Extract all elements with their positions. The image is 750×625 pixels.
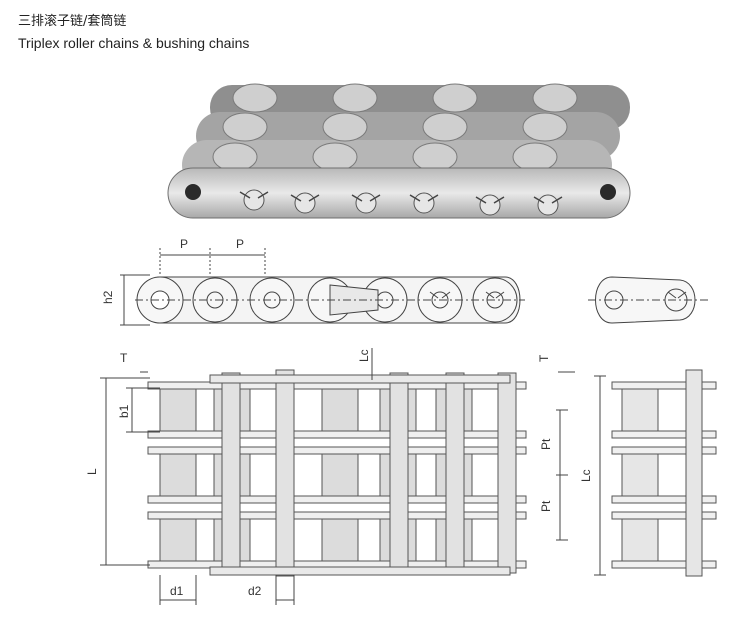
label-lc-right: Lc: [579, 469, 593, 482]
end-view: [588, 276, 708, 324]
title-chinese: 三排滚子链/套筒链: [18, 14, 127, 29]
label-lc-top: Lc: [357, 349, 371, 362]
label-pt-1: Pt: [539, 438, 553, 450]
label-p-2: P: [236, 237, 244, 251]
label-t-right: T: [537, 354, 551, 362]
side-view: [120, 248, 525, 326]
label-b1: b1: [117, 404, 131, 418]
label-d1: d1: [170, 584, 184, 598]
label-h2: h2: [101, 290, 115, 304]
title-english: Triplex roller chains & bushing chains: [18, 35, 250, 51]
label-p-1: P: [180, 237, 188, 251]
label-d2: d2: [248, 584, 262, 598]
label-l: L: [85, 468, 99, 475]
label-t-left: T: [120, 351, 128, 365]
chain-photo: [167, 83, 631, 219]
dimension-lines: [100, 348, 575, 605]
top-view: [147, 369, 527, 577]
end-view-plan: [594, 369, 717, 577]
label-pt-2: Pt: [539, 500, 553, 512]
